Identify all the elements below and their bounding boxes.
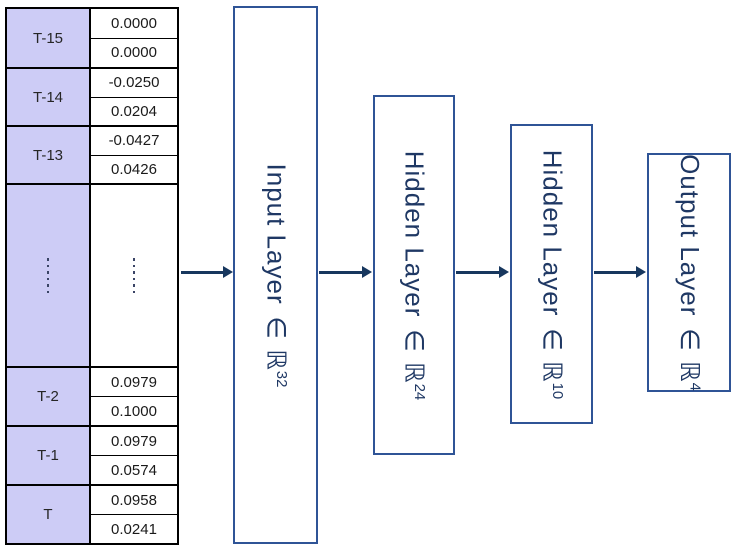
time-label: T-13 — [7, 127, 91, 183]
hidden-layer-1-box: Hidden Layer∈ ℝ24 — [373, 95, 455, 455]
value-cell: 0.0979 — [91, 427, 177, 456]
value-cell: -0.0250 — [91, 69, 177, 98]
hidden-layer-2-label: Hidden Layer∈ ℝ10 — [536, 149, 568, 399]
input-layer-label: Input Layer∈ ℝ32 — [260, 163, 292, 387]
value-cell: 0.0574 — [111, 461, 157, 479]
table-ellipsis-row — [7, 183, 177, 366]
arrowhead-icon — [499, 266, 509, 278]
value-cell: 0.0204 — [111, 102, 157, 120]
value-cell: -0.0427 — [91, 127, 177, 156]
value-cell: 0.0979 — [91, 368, 177, 397]
table-row: T-1 0.0979 0.0574 — [7, 425, 177, 484]
arrow-input-to-hidden1 — [319, 266, 372, 279]
output-layer-box: Output Layer∈ ℝ4 — [647, 153, 731, 392]
time-label: T-2 — [7, 368, 91, 425]
table-row: T 0.0958 0.0241 — [7, 484, 177, 543]
arrow-table-to-input — [181, 266, 233, 279]
value-cell: 0.1000 — [111, 402, 157, 420]
arrowhead-icon — [636, 266, 646, 278]
value-cell: 0.0241 — [111, 520, 157, 538]
value-cell: 0.0958 — [91, 486, 177, 515]
vertical-ellipsis-icon — [46, 258, 50, 293]
table-row: T-14 -0.0250 0.0204 — [7, 67, 177, 125]
time-label: T-14 — [7, 69, 91, 125]
value-cell: 0.0000 — [111, 44, 157, 62]
table-row: T-15 0.0000 0.0000 — [7, 9, 177, 67]
table-row: T-2 0.0979 0.1000 — [7, 366, 177, 425]
input-layer-box: Input Layer∈ ℝ32 — [233, 6, 318, 544]
input-table: T-15 0.0000 0.0000 T-14 -0.0250 0.0204 T… — [5, 7, 179, 545]
hidden-layer-1-label: Hidden Layer∈ ℝ24 — [398, 150, 430, 400]
arrowhead-icon — [223, 266, 233, 278]
time-label: T-1 — [7, 427, 91, 484]
arrow-hidden1-to-hidden2 — [456, 266, 509, 279]
vertical-ellipsis-icon — [132, 258, 136, 293]
output-layer-label: Output Layer∈ ℝ4 — [673, 154, 705, 391]
hidden-layer-2-box: Hidden Layer∈ ℝ10 — [510, 124, 593, 424]
ellipsis-label-cell — [7, 185, 91, 366]
ellipsis-value-cell — [91, 185, 177, 366]
arrow-hidden2-to-output — [594, 266, 646, 279]
time-label: T-15 — [7, 9, 91, 67]
table-row: T-13 -0.0427 0.0426 — [7, 125, 177, 183]
time-label: T — [7, 486, 91, 543]
value-cell: 0.0426 — [111, 160, 157, 178]
arrowhead-icon — [362, 266, 372, 278]
value-cell: 0.0000 — [91, 9, 177, 39]
